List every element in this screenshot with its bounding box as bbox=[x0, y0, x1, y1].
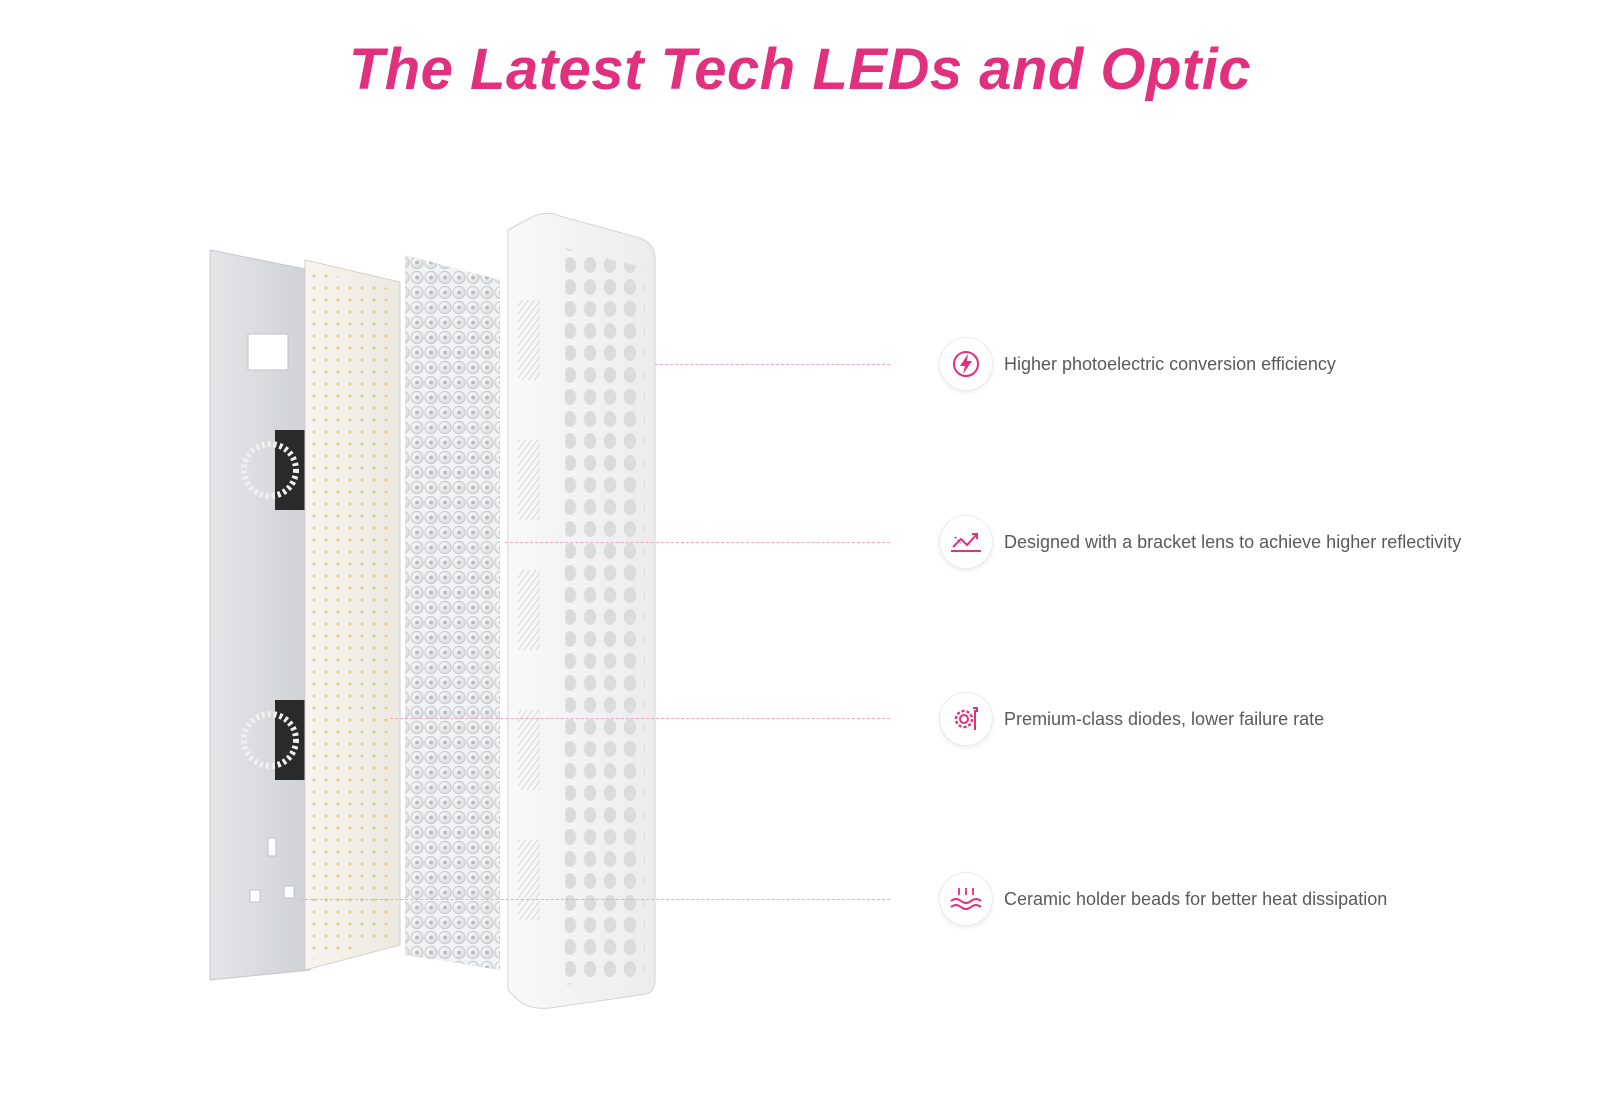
back-plate bbox=[209, 249, 311, 981]
heat-dissipation-icon bbox=[940, 873, 992, 925]
page-title: The Latest Tech LEDs and Optic bbox=[348, 37, 1252, 102]
feature-item: Ceramic holder beads for better heat dis… bbox=[940, 871, 1387, 927]
reflection-arrows-icon bbox=[940, 516, 992, 568]
lightning-bolt-icon bbox=[940, 338, 992, 390]
feature-text: Premium-class diodes, lower failure rate bbox=[1004, 708, 1325, 729]
leader-line-3 bbox=[390, 718, 890, 719]
feature-item: Premium-class diodes, lower failure rate bbox=[940, 691, 1324, 747]
lens-array bbox=[405, 255, 500, 970]
feature-text: Higher photoelectric conversion efficien… bbox=[1004, 353, 1336, 374]
feature-text: Ceramic holder beads for better heat dis… bbox=[1004, 888, 1388, 909]
perforated-case bbox=[507, 212, 656, 1009]
leader-line-1 bbox=[655, 364, 890, 365]
feature-text: Designed with a bracket lens to achieve … bbox=[1004, 531, 1462, 552]
feature-item: Designed with a bracket lens to achieve … bbox=[940, 514, 1461, 570]
exploded-led-panel-illustration bbox=[209, 212, 656, 1009]
feature-item: Higher photoelectric conversion efficien… bbox=[940, 336, 1336, 392]
leader-line-4 bbox=[300, 899, 890, 900]
led-board bbox=[304, 259, 401, 971]
gear-wrench-icon bbox=[940, 693, 992, 745]
leader-line-2 bbox=[505, 542, 890, 543]
